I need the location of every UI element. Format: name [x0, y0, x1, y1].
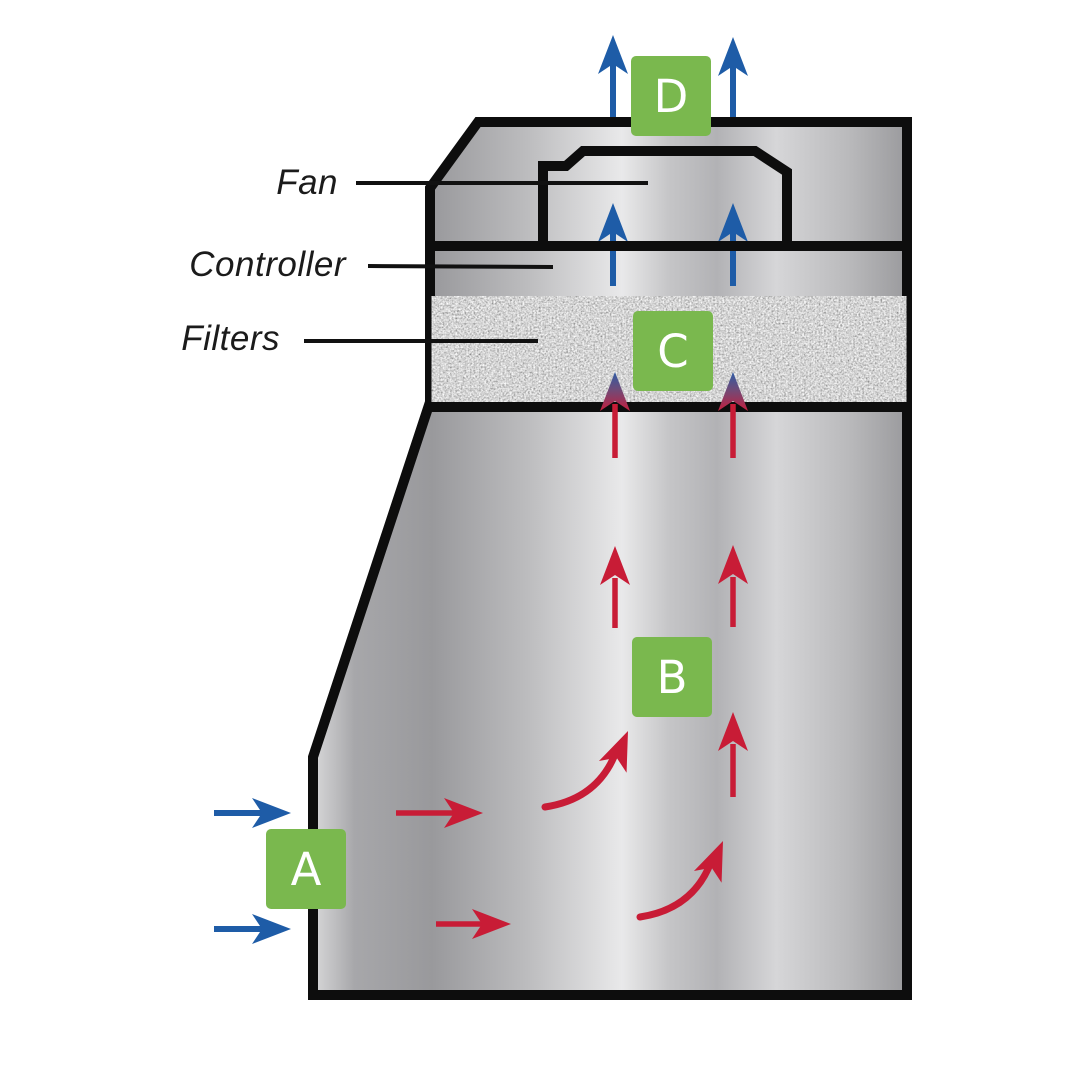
recirculation-arrow-upper-icon: [541, 725, 642, 811]
label-filters: Filters: [181, 319, 280, 358]
marker-b-badge: B: [632, 637, 712, 717]
updraft-arrow-lower-right-icon: [718, 712, 748, 797]
fan-housing: [538, 146, 792, 251]
marker-c-badge: C: [633, 311, 713, 391]
marker-b-box: [632, 637, 712, 717]
inflow-arrow-bottom-icon: [214, 914, 291, 944]
controller-callout: Controller: [189, 245, 554, 284]
marker-d-badge: D: [631, 56, 711, 136]
fan-callout: Fan: [276, 163, 648, 202]
exhaust-arrow-right-icon: [718, 37, 748, 121]
fan-intake-arrow-right-icon: [718, 203, 748, 286]
marker-c-letter: C: [657, 325, 688, 378]
label-fan: Fan: [276, 163, 338, 202]
marker-c-box: [633, 311, 713, 391]
controller-pointer-line: [367, 264, 554, 269]
marker-d-box: [631, 56, 711, 136]
filters-callout: Filters: [181, 319, 538, 358]
marker-a-badge: A: [266, 829, 346, 909]
room-air-arrow-bottom-icon: [436, 909, 511, 939]
exhaust-arrow-left-icon: [598, 35, 628, 121]
marker-b-letter: B: [657, 651, 688, 704]
updraft-arrow-upper-right-icon: [718, 545, 748, 627]
marker-a-box: [266, 829, 346, 909]
room-air-arrow-top-icon: [396, 798, 483, 828]
marker-a-letter: A: [291, 843, 322, 896]
label-controller: Controller: [189, 245, 347, 284]
inflow-arrow-top-icon: [214, 798, 291, 828]
filtered-air-arrow-right-icon: [718, 372, 748, 458]
recirculation-arrow-lower-icon: [636, 835, 737, 921]
updraft-arrow-upper-left-icon: [600, 546, 630, 628]
filtered-air-arrow-left-icon: [600, 372, 630, 458]
marker-d-letter: D: [654, 70, 689, 123]
fan-intake-arrow-left-icon: [598, 203, 628, 286]
